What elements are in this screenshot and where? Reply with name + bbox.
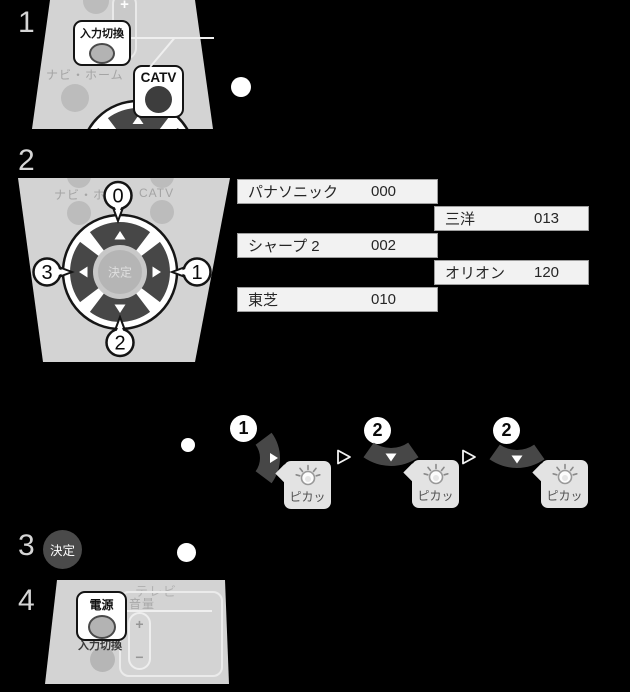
up-arrow-icon (132, 116, 144, 124)
next-separator-icon (462, 449, 476, 465)
input-select-button (90, 647, 115, 672)
dpad-down-button-icon (363, 442, 419, 466)
sequence-badge-3: 2 (493, 417, 520, 444)
table-row: 三洋 013 (434, 206, 589, 231)
flash-label: ピカッ (417, 489, 454, 503)
top-edge-button-right (150, 178, 174, 188)
catv-label: CATV (140, 70, 177, 85)
flash-bubble: ピカッ (403, 460, 459, 508)
nav-home-button-2 (67, 201, 91, 225)
input-select-button (89, 43, 115, 64)
right-arrow-icon (152, 266, 161, 278)
callout-2: 2 (105, 313, 135, 357)
nav-home-label: ナビ・ホーム (46, 68, 124, 82)
catv-button (145, 86, 172, 113)
up-arrow-icon (114, 231, 126, 240)
vol-minus-icon: − (135, 649, 144, 665)
step-2-number: 2 (18, 144, 35, 177)
dpad-right-button-icon (255, 432, 280, 484)
maker-name: シャープ 2 (248, 238, 320, 255)
pointer-line-4 (127, 610, 212, 612)
remote-panel-1: + − ナビ・ホーム 入力切換 CATV (32, 0, 213, 129)
sequence-badge-2: 2 (364, 417, 391, 444)
down-arrow-icon (114, 304, 126, 313)
flash-bubble: ピカッ (532, 460, 588, 508)
maker-name: パナソニック (248, 184, 339, 201)
input-select-label: 入力切換 (80, 28, 124, 40)
next-separator-icon (337, 449, 351, 465)
volume-label: 音量 (129, 597, 156, 611)
vol-plus-icon: + (135, 616, 144, 632)
bullet-1 (231, 77, 251, 97)
maker-code: 002 (371, 237, 397, 254)
callout-0: 0 (103, 180, 133, 224)
table-row: シャープ 2 002 (237, 233, 438, 258)
catv-button-box: CATV (133, 65, 184, 118)
nav-home-button (61, 84, 89, 112)
enter-button (98, 250, 142, 294)
callout-3: 3 (32, 257, 75, 287)
step-4-number: 4 (18, 584, 35, 617)
flash-lamp-icon (551, 463, 578, 485)
maker-code: 000 (371, 183, 397, 200)
svg-text:3: 3 (41, 262, 52, 284)
down-arrow-icon (385, 453, 397, 462)
power-label: 電源 (89, 598, 114, 612)
remote-panel-4: テレビ 音量 + − 入力切換 電源 (45, 580, 229, 684)
sequence-badge-1: 1 (230, 415, 257, 442)
flash-lamp-icon (422, 463, 449, 485)
bullet-2 (181, 438, 195, 452)
maker-code: 120 (534, 264, 560, 281)
top-edge-button-left (67, 178, 91, 188)
maker-name: 三洋 (445, 211, 476, 228)
bullet-3 (177, 543, 196, 562)
svg-text:1: 1 (191, 262, 202, 284)
power-button-box: 電源 (76, 591, 127, 641)
vol-plus-icon: + (120, 0, 129, 13)
maker-name: 東芝 (248, 292, 279, 309)
dpad-down-button-icon (489, 444, 545, 468)
maker-code: 010 (371, 291, 397, 308)
flash-label: ピカッ (546, 489, 583, 503)
input-select-label-partial: 入力切換 (78, 640, 122, 652)
table-row: オリオン 120 (434, 260, 589, 285)
step-3-number: 3 (18, 529, 35, 562)
svg-text:2: 2 (114, 332, 125, 354)
left-arrow-icon (79, 266, 88, 278)
flash-bubble: ピカッ (275, 461, 331, 509)
enter-label: 決定 (49, 544, 75, 558)
flash-label: ピカッ (289, 490, 326, 504)
volume-rocker: + − (128, 612, 151, 670)
maker-code: 013 (534, 210, 560, 227)
step-1-number: 1 (18, 6, 35, 39)
power-button (87, 615, 116, 639)
right-arrow-icon (270, 453, 278, 463)
down-arrow-icon (511, 455, 523, 464)
input-select-button-box: 入力切換 (73, 20, 131, 66)
svg-text:0: 0 (112, 186, 123, 208)
enter-label: 決定 (108, 265, 132, 280)
maker-name: オリオン (445, 265, 506, 282)
top-button (83, 0, 109, 14)
catv-button-2 (150, 200, 174, 224)
table-row: 東芝 010 (237, 287, 438, 312)
flash-lamp-icon (294, 464, 321, 486)
enter-button: 決定 (43, 530, 82, 569)
callout-1: 1 (169, 257, 212, 287)
catv-label-2: CATV (139, 186, 175, 200)
table-row: パナソニック 000 (237, 179, 438, 204)
